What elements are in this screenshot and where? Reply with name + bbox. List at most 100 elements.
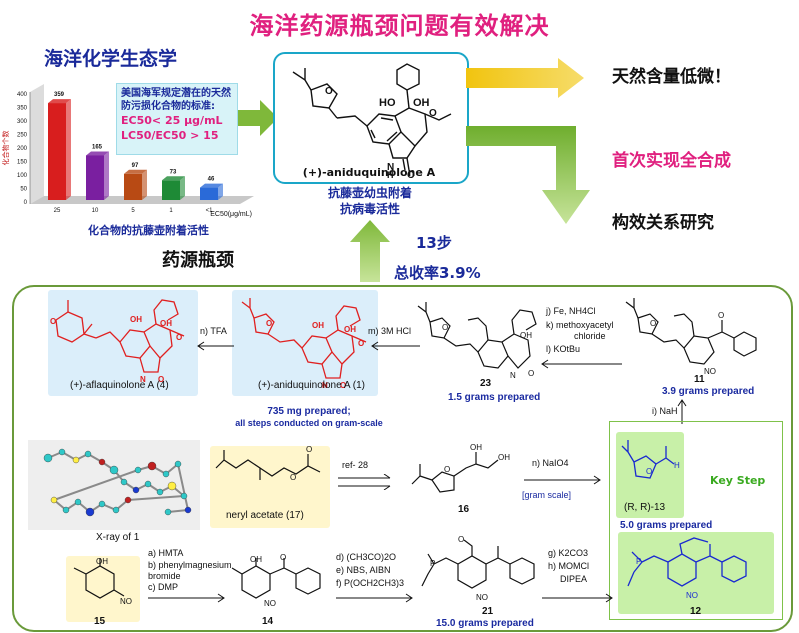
section-heading-chem-ecology: 海洋化学生态学 — [44, 48, 178, 70]
xray-atom — [174, 460, 182, 468]
svg-text:NO: NO — [476, 593, 488, 602]
xray-atom — [132, 486, 140, 494]
chart-bar — [124, 169, 147, 200]
chart-data-label: 97 — [132, 163, 139, 169]
arrow-to-compound — [238, 100, 278, 136]
xray-atom — [164, 508, 172, 516]
prepared-amount-1: 735 mg prepared; — [267, 406, 351, 417]
activity-antiviral: 抗病毒活性 — [339, 202, 400, 216]
svg-text:N: N — [387, 162, 394, 173]
arrow-up-bottleneck — [350, 220, 390, 282]
chart-ytick: 150 — [17, 160, 28, 166]
svg-text:OH: OH — [250, 555, 262, 564]
svg-text:O: O — [176, 333, 182, 342]
compound-21-prep: 15.0 grams prepared — [436, 618, 534, 629]
svg-text:N: N — [140, 375, 146, 384]
compound-16-structure: O OH OH — [411, 443, 510, 493]
svg-text:O: O — [444, 465, 450, 474]
xray-atom — [167, 481, 177, 491]
compound-13-prep: 5.0 grams prepared — [620, 520, 713, 531]
xray-atom — [147, 461, 157, 471]
aflaquinolone-name: (+)-aflaquinolone A (4) — [70, 380, 169, 391]
svg-text:OH: OH — [498, 453, 510, 462]
xray-atom — [124, 496, 132, 504]
svg-text:OH: OH — [312, 321, 324, 330]
xray-atom — [84, 450, 92, 458]
svg-text:O: O — [407, 170, 415, 181]
cond-h2: DIPEA — [560, 574, 588, 584]
xray-atom — [184, 506, 192, 514]
arrow-step-n — [197, 341, 234, 351]
cond-step-l: l) KOtBu — [546, 344, 581, 354]
svg-text:H: H — [387, 170, 394, 180]
chart-caption: 化合物的抗藤壶附着活性 — [88, 224, 209, 237]
key-step-frame — [609, 421, 783, 620]
xray-atom — [62, 506, 70, 514]
arrow-step-abc — [148, 593, 225, 603]
svg-text:O: O — [50, 317, 56, 326]
svg-text:O: O — [528, 369, 534, 378]
cond-step-i: i) NaH — [652, 406, 678, 416]
cond-f: f) P(OCH2CH3)3 — [336, 578, 405, 588]
svg-text:OH: OH — [130, 315, 142, 324]
arrow-to-synthesis — [466, 126, 590, 224]
navy-standard-box: 美国海军规定潜在的天然 防污损化合物的标准: EC50< 25 μg/mL LC… — [116, 83, 238, 155]
chart-ylabel: 化合物个数 — [2, 131, 10, 166]
chart-ytick: 100 — [17, 173, 28, 179]
chart-xtick: 1 — [169, 208, 173, 214]
cond-step-n: n) TFA — [200, 326, 227, 336]
chart-data-label: 359 — [54, 92, 65, 98]
cond-h1: h) MOMCl — [548, 561, 589, 571]
cond-step-m: m) 3M HCl — [368, 326, 411, 336]
cond-c: c) DMP — [148, 582, 178, 592]
yield-label: 总收率3.9% — [394, 264, 481, 282]
svg-text:O: O — [325, 86, 333, 97]
arrow-step-jkl — [541, 359, 622, 369]
svg-text:O: O — [290, 473, 296, 482]
xray-structure — [28, 440, 200, 530]
cond-step-k2: chloride — [574, 331, 606, 341]
xray-atom — [98, 500, 106, 508]
xray-atom — [134, 466, 142, 474]
chart-wall-left — [30, 84, 44, 204]
arrow-step-def — [336, 593, 413, 603]
bottleneck-label: 药源瓶颈 — [162, 250, 234, 271]
chart-data-label: 46 — [208, 177, 215, 183]
cond-naio4: n) NaIO4 — [532, 458, 569, 468]
svg-text:HO: HO — [379, 97, 396, 109]
compound-12-label: 12 — [690, 606, 702, 617]
arrow-step-naio4 — [524, 475, 601, 485]
svg-text:NO: NO — [686, 591, 698, 600]
compound-15-label: 15 — [94, 616, 106, 627]
svg-text:OH: OH — [344, 325, 356, 334]
svg-text:H: H — [674, 461, 680, 470]
compound-23-label: 23 — [480, 378, 492, 389]
compound-21-label: 21 — [482, 606, 494, 617]
svg-text:P: P — [636, 557, 641, 566]
svg-text:OH: OH — [470, 443, 482, 452]
steps-label: 13步 — [416, 234, 452, 252]
aniduquinolone-name: (+)-aniduquinolone A (1) — [258, 380, 366, 391]
compound-23-prep: 1.5 grams prepared — [448, 392, 541, 403]
xray-atom — [50, 496, 58, 504]
chart-xtick: 25 — [54, 208, 61, 214]
svg-text:O: O — [646, 467, 652, 476]
xray-label: X-ray of 1 — [96, 532, 140, 543]
chart-ytick: 300 — [17, 119, 28, 125]
page-title: 海洋药源瓶颈问题有效解决 — [249, 12, 550, 40]
compound-11-prep: 3.9 grams prepared — [662, 386, 755, 397]
target-compound-box: HO OH O N H O O — [273, 52, 469, 184]
svg-text:P: P — [430, 559, 435, 568]
arrow-step-m — [371, 341, 420, 351]
prepared-amount-2: all steps conducted on gram-scale — [235, 418, 383, 428]
svg-text:O: O — [266, 319, 272, 328]
chart-ytick: 0 — [24, 200, 28, 206]
chart-bar — [86, 151, 109, 200]
chart-bar — [162, 176, 185, 200]
chart-ytick: 250 — [17, 133, 28, 139]
